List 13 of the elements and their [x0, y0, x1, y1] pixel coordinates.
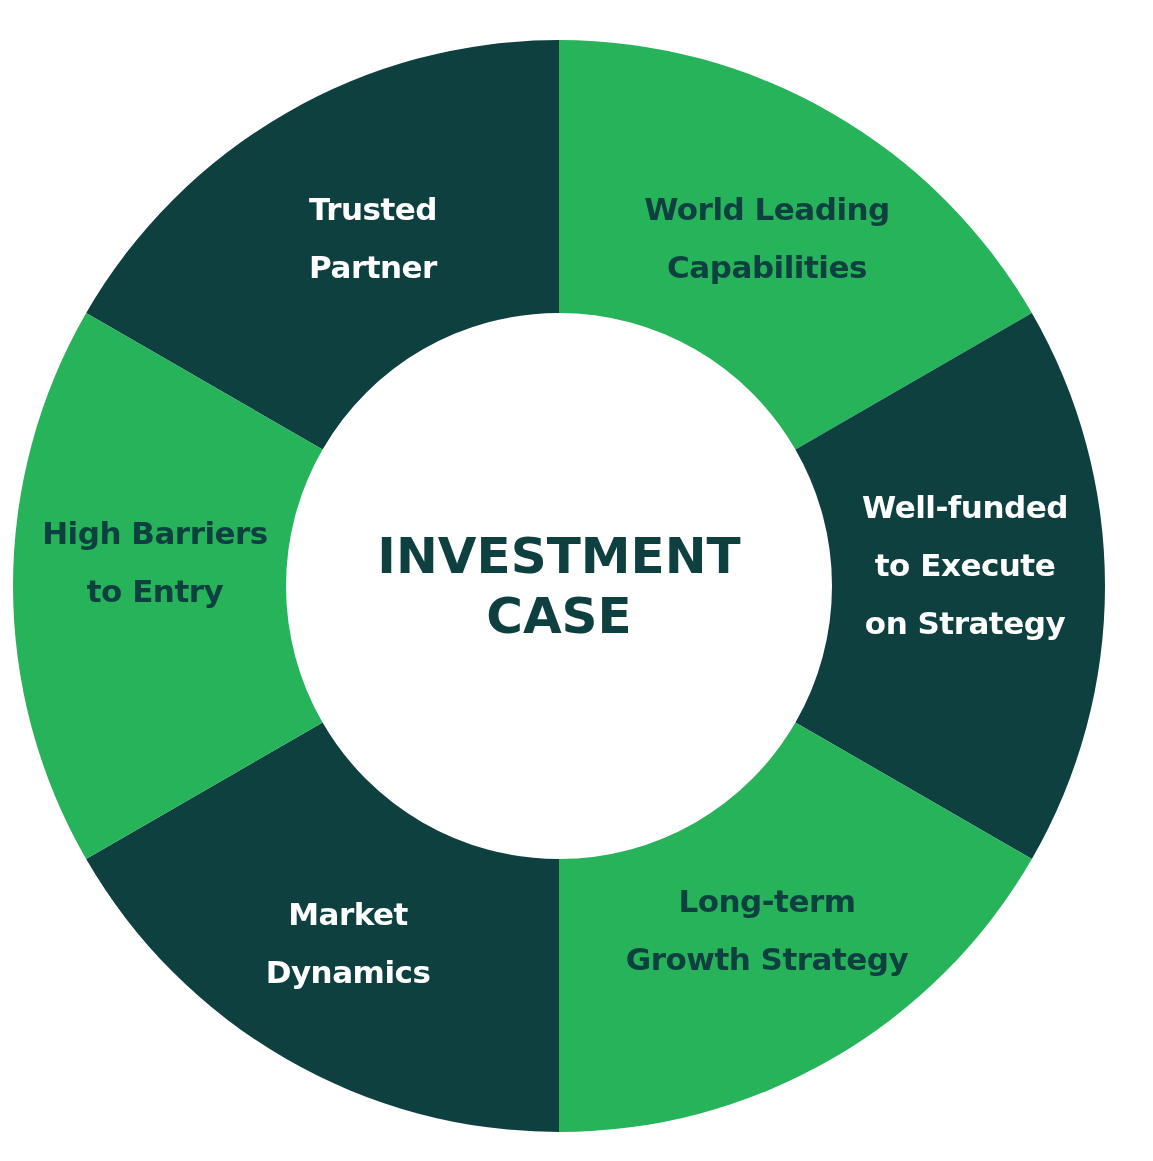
segment-label: World Leading Capabilities: [643, 190, 891, 287]
donut-segment: [795, 313, 1105, 859]
donut-segment: [86, 722, 559, 1132]
center-title: INVESTMENT CASE: [376, 526, 742, 646]
segment-label: Well-funded to Execute on Strategy: [861, 488, 1069, 643]
segment-label: Market Dynamics: [264, 895, 432, 992]
donut-segment: [559, 722, 1032, 1132]
donut-segment: [13, 313, 323, 859]
donut-segment: [86, 40, 559, 450]
donut-segment: [559, 40, 1032, 450]
segment-label: High Barriers to Entry: [41, 514, 269, 611]
segment-label: Long-term Growth Strategy: [624, 882, 910, 979]
segment-label: Trusted Partner: [307, 190, 439, 287]
